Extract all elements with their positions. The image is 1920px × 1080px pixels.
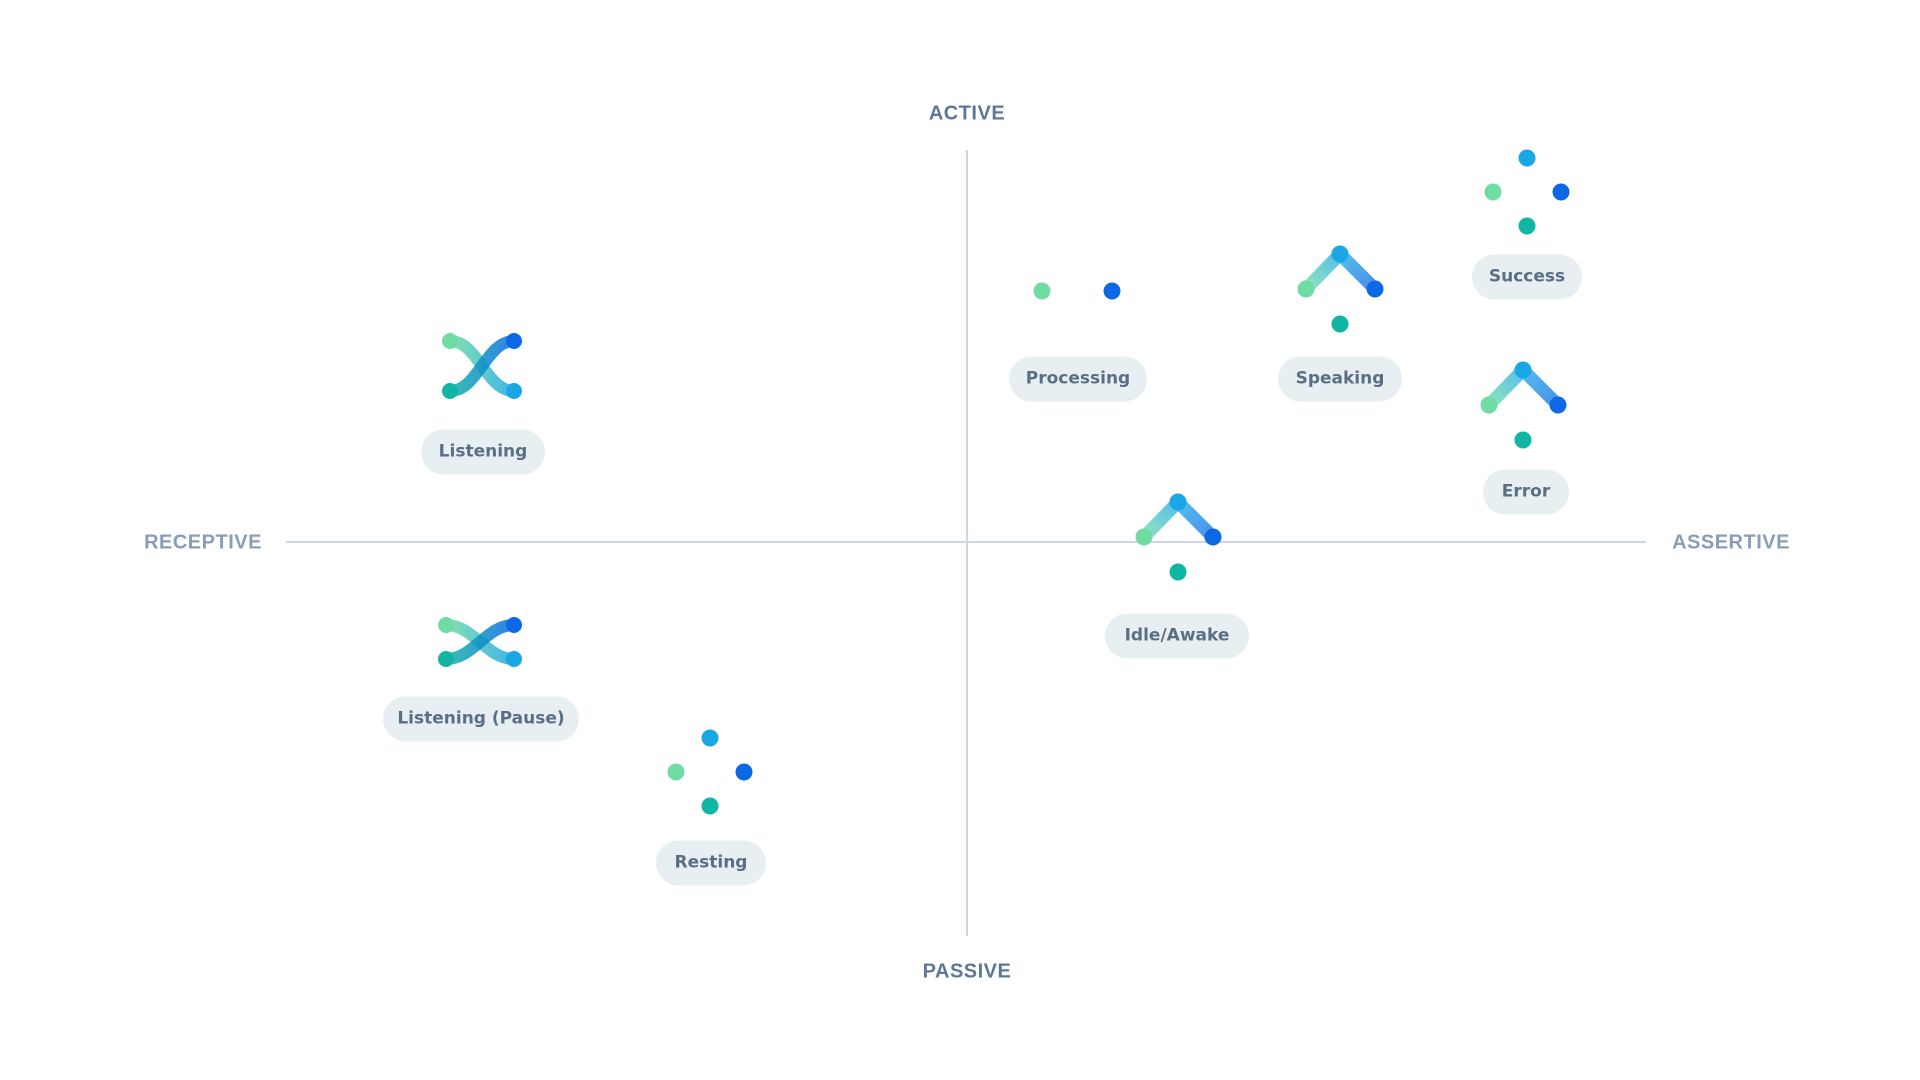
state-pill-resting: Resting — [656, 840, 766, 886]
state-pill-error: Error — [1483, 469, 1569, 515]
four-dots-diamond-icon — [667, 729, 753, 815]
axis-label-passive: PASSIVE — [922, 960, 1012, 983]
crossed-arcs-flat-icon — [438, 617, 522, 667]
axis-label-receptive: RECEPTIVE — [144, 531, 262, 554]
chevron-up-dots-icon — [1135, 493, 1222, 581]
state-pill-success: Success — [1472, 254, 1582, 300]
vertical-axis — [966, 150, 968, 936]
two-dots-icon — [1033, 282, 1121, 300]
state-pill-processing: Processing — [1009, 356, 1147, 402]
state-pill-listening-pause: Listening (Pause) — [383, 696, 579, 742]
horizontal-axis — [286, 541, 1646, 543]
state-pill-speaking: Speaking — [1278, 356, 1402, 402]
chevron-up-dots-icon — [1297, 245, 1384, 333]
axis-label-active: ACTIVE — [928, 102, 1006, 125]
state-pill-idle-awake: Idle/Awake — [1105, 613, 1249, 659]
axis-label-assertive: ASSERTIVE — [1672, 531, 1790, 554]
crossed-arcs-icon — [442, 333, 522, 399]
chevron-up-dots-icon — [1480, 361, 1567, 449]
state-pill-listening: Listening — [421, 429, 545, 475]
four-dots-diamond-icon — [1484, 149, 1570, 235]
